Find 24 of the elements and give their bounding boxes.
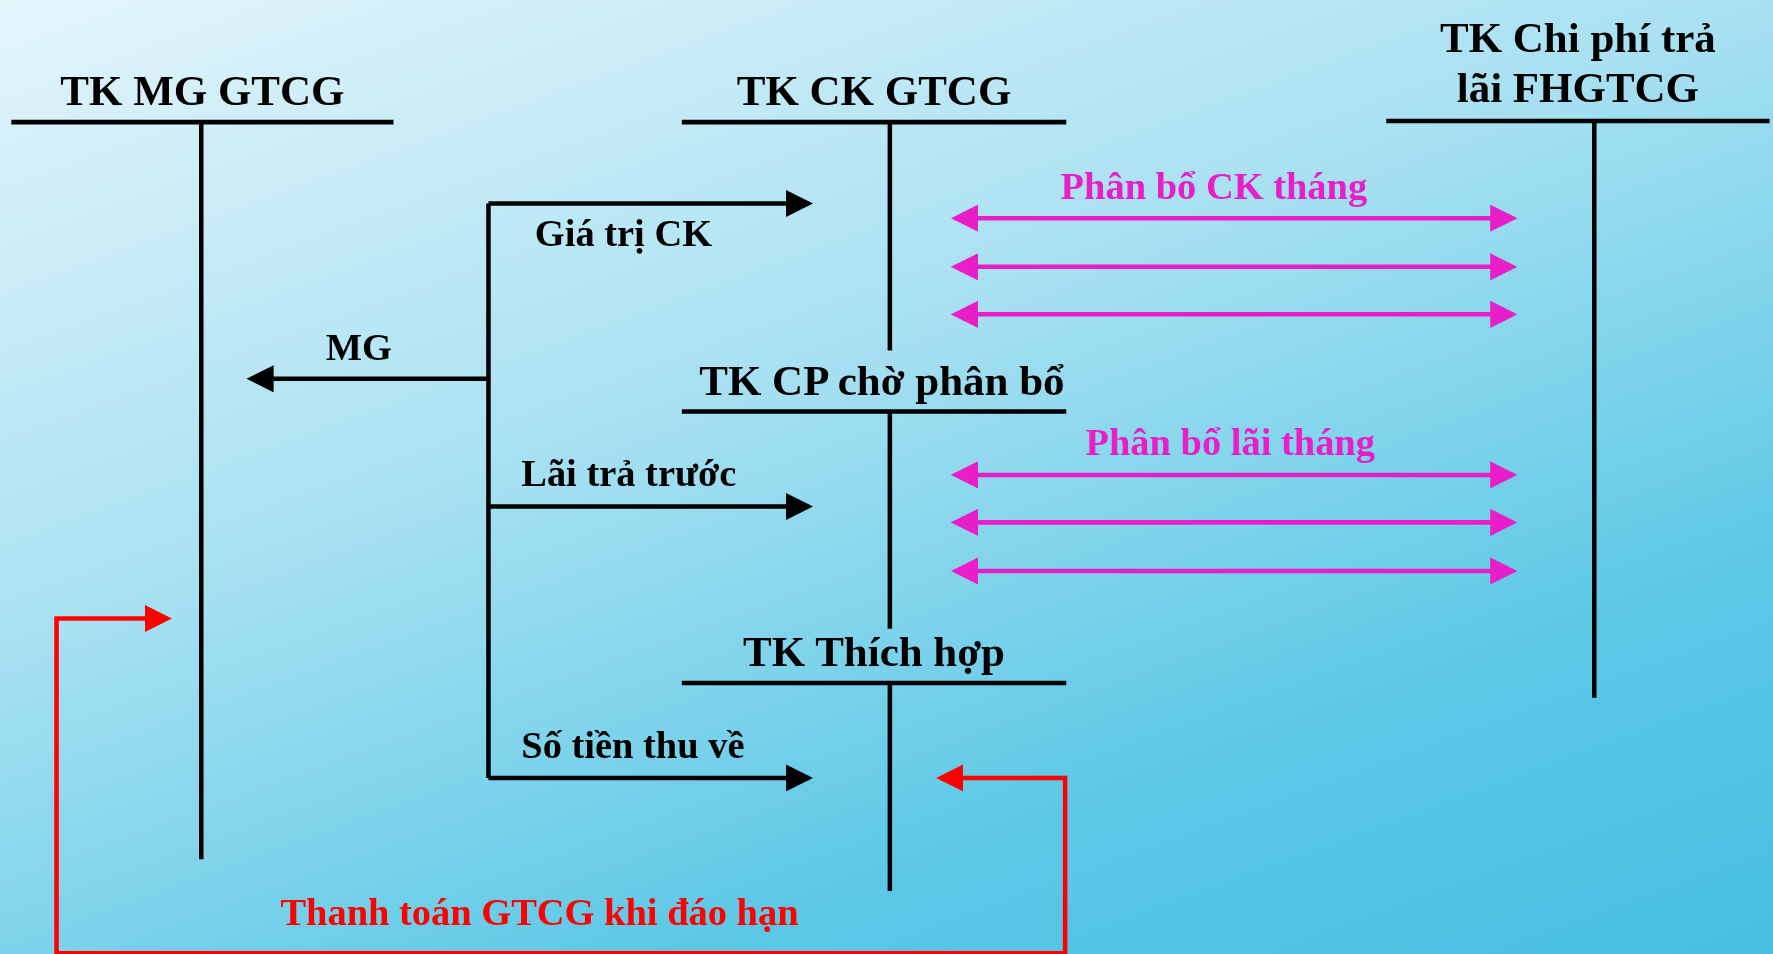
- arrow: [488, 764, 813, 792]
- account-title: TK CP chờ phân bổ: [698, 355, 1066, 405]
- branch-line: [486, 203, 491, 778]
- edge-label: Số tiền thu về: [521, 723, 745, 767]
- edge-label: Phân bổ CK tháng: [1060, 165, 1368, 209]
- arrow: [950, 557, 1518, 585]
- edge-label: Giá trị CK: [534, 212, 713, 256]
- edge-label: Phân bổ lãi tháng: [1085, 420, 1375, 464]
- edge-label: MG: [325, 325, 392, 369]
- arrow: [54, 604, 1068, 954]
- edge-label: Lãi trả trước: [521, 452, 737, 496]
- account-title: TK CK GTCG: [735, 65, 1013, 116]
- arrow: [950, 508, 1518, 536]
- arrow: [246, 365, 489, 393]
- arrow: [950, 204, 1518, 232]
- arrow: [950, 300, 1518, 328]
- arrow: [488, 189, 813, 218]
- account-title: TK Thích hợp: [742, 626, 1006, 677]
- arrow: [950, 461, 1518, 489]
- arrow: [950, 253, 1518, 281]
- account-title: TK MG GTCG: [59, 65, 346, 116]
- edge-label: Thanh toán GTCG khi đáo hạn: [280, 891, 799, 934]
- arrow: [488, 493, 813, 521]
- account-title: TK Chi phí trả lãi FHGTCG: [1439, 12, 1717, 112]
